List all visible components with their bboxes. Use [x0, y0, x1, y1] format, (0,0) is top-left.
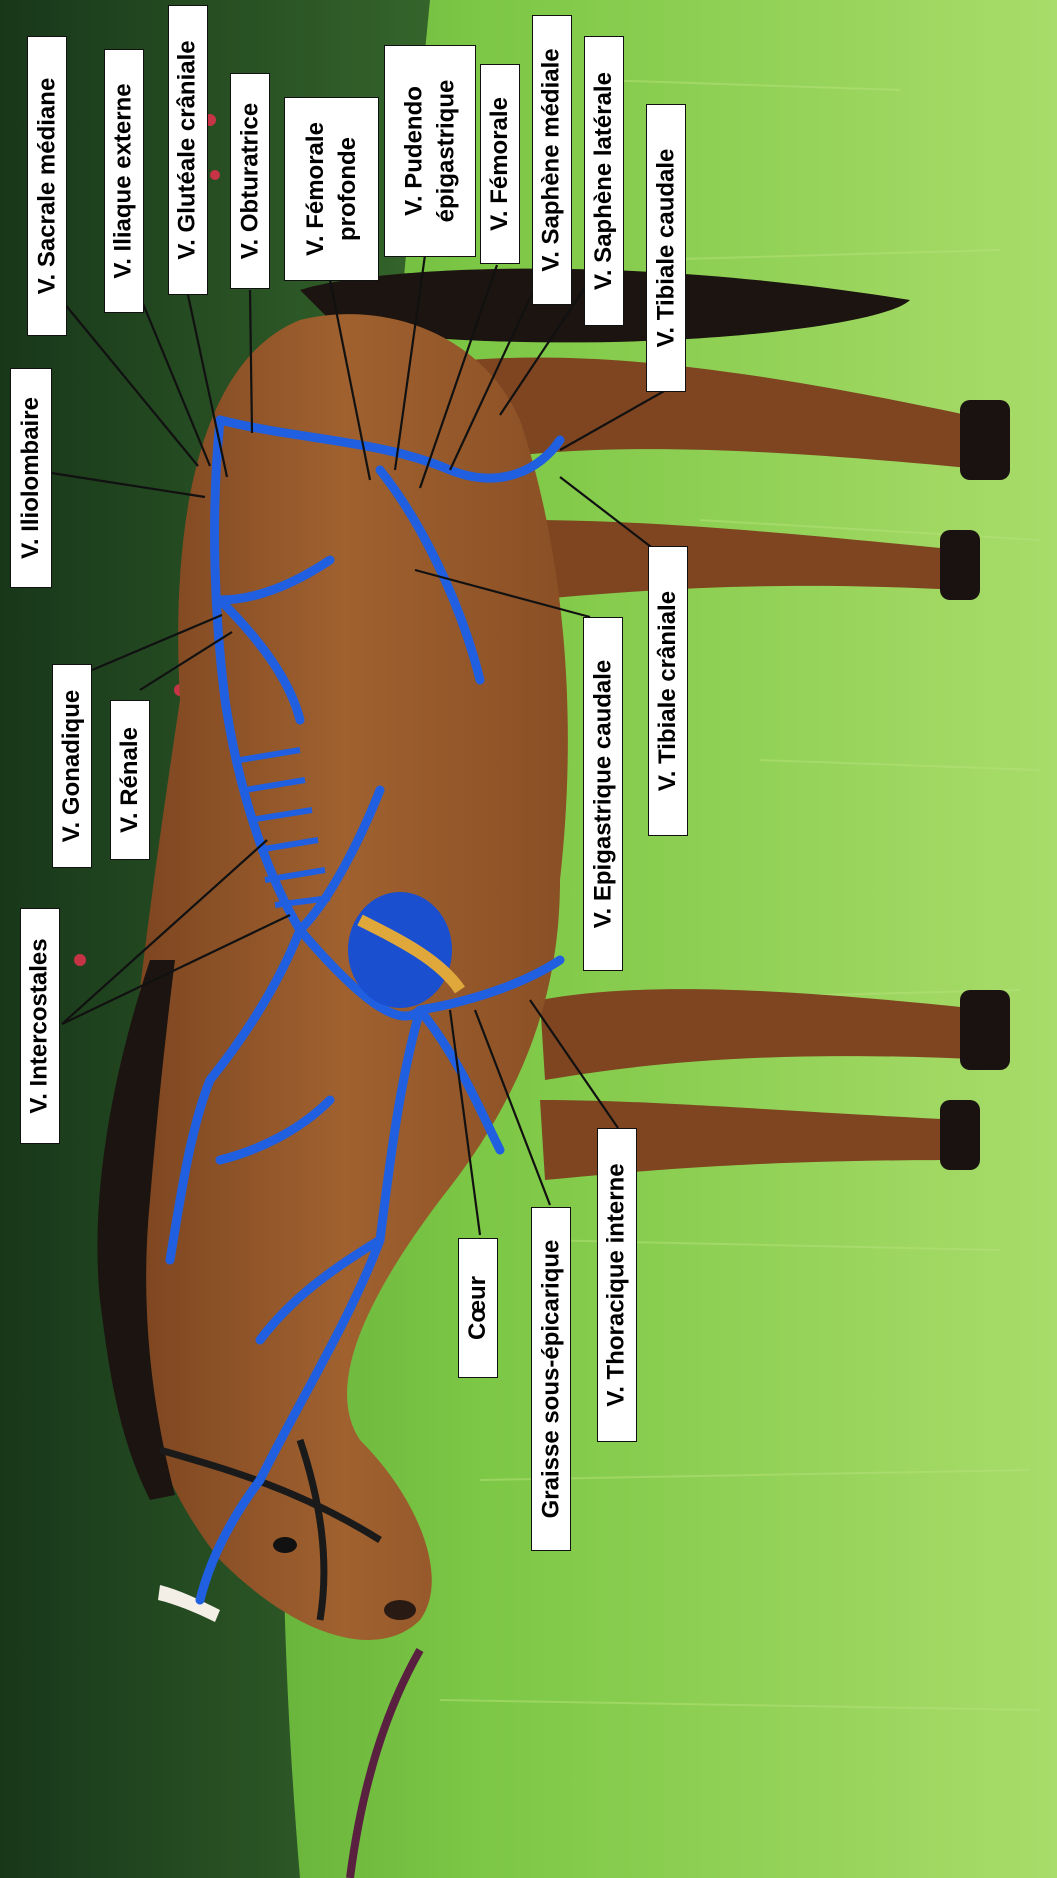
- label-gonadique: V. Gonadique: [52, 664, 92, 868]
- label-sacrale-mediane: V. Sacrale médiane: [27, 36, 67, 336]
- label-iliolombaire: V. Iliolombaire: [10, 368, 52, 588]
- label-thoracique-interne: V. Thoracique interne: [597, 1128, 637, 1442]
- label-femorale: V. Fémorale: [480, 64, 520, 264]
- label-iliaque-externe: V. Iliaque externe: [104, 49, 144, 313]
- label-intercostales: V. Intercostales: [20, 908, 60, 1144]
- label-saphene-laterale: V. Saphène latérale: [584, 36, 624, 326]
- label-tibiale-caudale: V. Tibiale caudale: [646, 104, 686, 392]
- label-pudendo-epigastrique: V. Pudendo épigastrique: [384, 45, 476, 257]
- label-femorale-profonde: V. Fémorale profonde: [284, 97, 379, 281]
- label-gluteale-craniale: V. Glutéale crâniale: [168, 5, 208, 295]
- label-coeur: Cœur: [458, 1238, 498, 1378]
- label-epigastrique-caudale: V. Epigastrique caudale: [583, 617, 623, 971]
- label-tibiale-craniale: V. Tibiale crâniale: [648, 546, 688, 836]
- label-saphene-mediale: V. Saphène médiale: [532, 15, 572, 305]
- label-obturatrice: V. Obturatrice: [230, 73, 270, 289]
- label-renale: V. Rénale: [110, 700, 150, 860]
- label-graisse-sous-epicarique: Graisse sous-épicarique: [531, 1207, 571, 1551]
